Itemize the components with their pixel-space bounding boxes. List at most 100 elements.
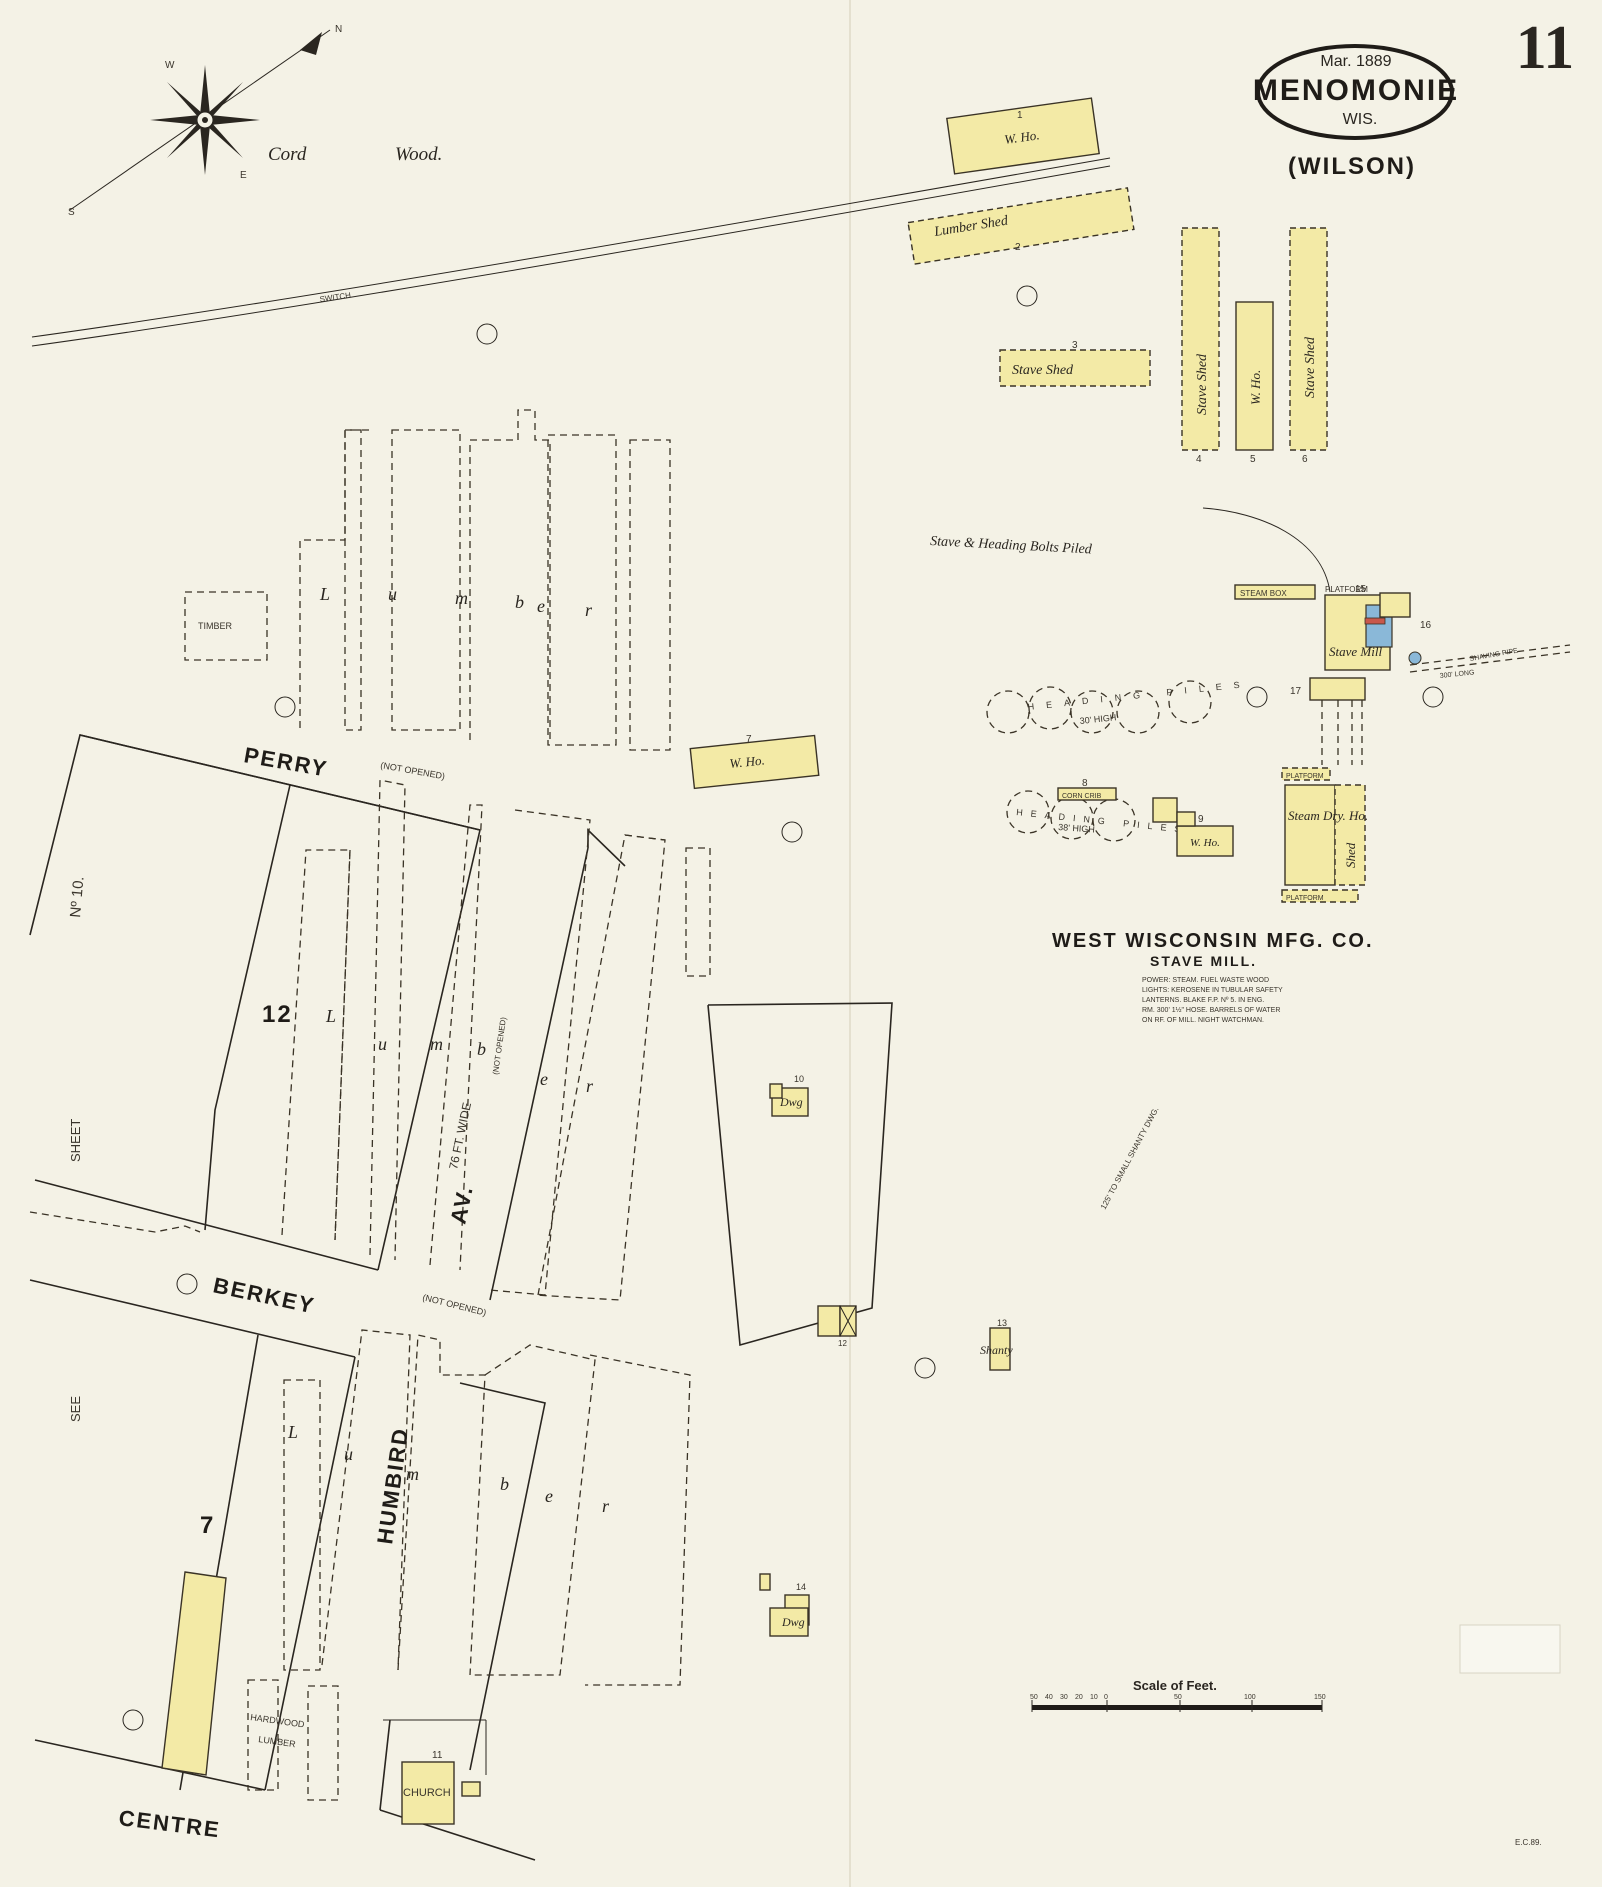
scale-tick: 50 [1174,1694,1182,1701]
street-av: AV. [445,1183,478,1226]
heading-piles-2-h: 38' HIGH [1058,822,1095,835]
building-9a [1152,797,1178,823]
sheet-number: 11 [1516,14,1575,82]
warehouse-v [1235,301,1274,451]
heading-piles-1-h: 30' HIGH [1079,712,1117,726]
corn-crib-label: CORN CRIB [1062,793,1102,800]
lumber-letter: m [455,588,468,608]
lumber-letter: u [344,1444,353,1464]
lumber-yard-lower [247,1329,691,1801]
platform-mid [1281,767,1331,781]
lumber-letter: b [477,1039,486,1059]
lumber-letter: L [319,584,330,604]
warehouse-2 [689,734,820,790]
steam-dry-house [1284,784,1336,886]
church-annex [461,1781,481,1797]
lumber-letter: r [585,600,593,620]
bldg-number-2: 2 [1015,242,1021,253]
warehouse-v-label: W. Ho. [1248,370,1263,405]
building-17 [1309,677,1366,701]
company-note: ON RF. OF MILL. NIGHT WATCHMAN. [1142,1017,1264,1024]
hardwood-label-2: LUMBER [258,1734,297,1749]
bldg-number-5: 5 [1250,454,1256,465]
lumber-letter: r [602,1496,610,1516]
stave-shed-h [999,349,1151,387]
lumber-letter: u [388,584,397,604]
corner-note: E.C.89. [1515,1838,1542,1847]
svg-text:N: N [335,24,342,35]
bldg-number-4: 4 [1196,454,1202,465]
scale-title: Scale of Feet. [1133,1678,1217,1693]
bldg-number-8: 8 [1082,778,1088,789]
map-subtitle: (WILSON) [1288,153,1416,180]
dwelling-2-label: Dwg [781,1615,805,1629]
lumber-letter: e [545,1486,553,1506]
boiler [1364,617,1386,625]
street-av-width: 76 FT. WIDE [446,1101,474,1170]
warehouse-1 [946,97,1100,175]
warehouse-3 [1176,825,1234,857]
street-berkey-note: (NOT OPENED) [422,1292,488,1318]
steam-box [1234,584,1316,600]
company-name: WEST WISCONSIN MFG. CO. [1052,930,1374,952]
bldg-number-3: 3 [1072,340,1078,351]
stave-shed-v1-label: Stave Shed [1195,353,1210,415]
lumber-letter: L [287,1422,298,1442]
cord-wood-label-2: Wood. [395,144,442,165]
lumber-letter: L [325,1006,336,1026]
stave-shed-v2 [1289,227,1328,451]
bldg-number-1: 1 [1017,110,1023,121]
bldg-number-15: 15 [1355,584,1367,595]
platform-top-label: PLATFORM [1325,585,1368,594]
frame-strip [161,1571,227,1776]
railroad-spur [1202,507,1331,593]
company-note: LANTERNS. BLAKE F.P. Nº 5. IN ENG. [1142,997,1264,1004]
map-city: MENOMONIE [1253,74,1459,107]
distance-note: 125' TO SMALL SHANTY DWG. [1099,1106,1161,1211]
cord-wood-label: Cord [268,144,307,165]
lumber-letter: e [537,596,545,616]
stave-bolts-label: Stave & Heading Bolts Piled [930,534,1093,557]
paper-label-mark [1459,1624,1561,1674]
street-perry-note: (NOT OPENED) [380,760,446,781]
platform-low [1281,889,1359,903]
bldg-number-17: 17 [1290,686,1302,697]
company-note: RM. 300' 1½" HOSE. BARRELS OF WATER [1142,1006,1280,1014]
warehouse-1-label: W. Ho. [1003,127,1040,147]
lumber-letter: e [540,1069,548,1089]
svg-text:W: W [165,60,175,71]
map-date: Mar. 1889 [1320,53,1391,70]
heading-piles-1 [986,680,1212,734]
shanty-label: Shanty [980,1343,1013,1357]
sheet-ref-10: Nº 10. [67,876,88,919]
shed-label: Shed [1343,842,1358,868]
dwelling-lot [707,1002,893,1347]
scale-tick: 30 [1060,1694,1068,1701]
lumber-yard-upper [299,409,671,751]
block-number-12: 12 [262,1001,293,1028]
street-av-note: (NOT OPENED) [491,1016,508,1075]
lumber-yard-middle [29,779,711,1301]
bldg-number-16: 16 [1420,620,1432,631]
shanty [989,1327,1011,1371]
platform-mid-label: PLATFORM [1286,773,1324,780]
lumber-letter: b [500,1474,509,1494]
railroad-switch [31,157,1111,347]
lumber-letter: m [430,1034,443,1054]
steam-box-label: STEAM BOX [1240,589,1287,598]
bldg-number-12: 12 [838,1339,847,1348]
timber-label: TIMBER [198,621,233,631]
street-perry: PERRY [242,742,330,781]
bldg-number-11: 11 [432,1750,443,1761]
steam-dry-label: Steam Dry. Ho. [1288,808,1368,823]
timber-pile [184,591,268,661]
scale-tick: 150 [1314,1694,1326,1701]
lumber-letter: b [515,592,524,612]
street-humbird: HUMBIRD [372,1425,413,1545]
lumber-letter: r [586,1076,594,1096]
stave-mill-label: Stave Mill [1329,644,1382,659]
lumber-letter: u [378,1034,387,1054]
dwelling-1-label: Dwg [779,1095,803,1109]
company-note: POWER: STEAM. FUEL WASTE WOOD [1142,977,1269,984]
